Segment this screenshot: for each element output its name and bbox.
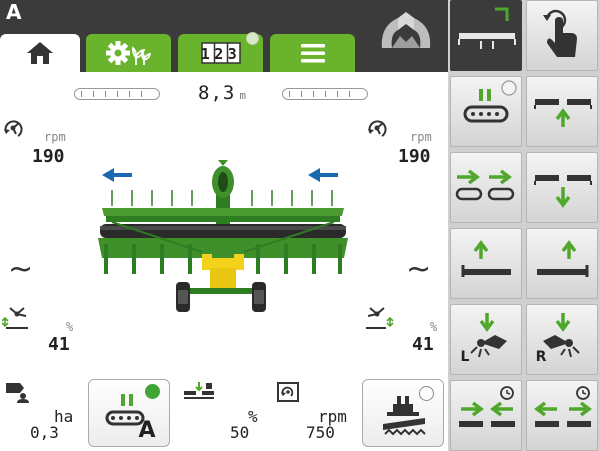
fold-out-timer-button[interactable]: [526, 380, 598, 451]
width-adjust-button[interactable]: [450, 0, 522, 71]
lower-right-icon: R: [536, 313, 580, 365]
pressure-setting: % 50: [178, 377, 264, 451]
side-shift-icon: [455, 169, 515, 201]
pause-conveyor-button[interactable]: [450, 76, 522, 147]
touch-mode-button[interactable]: [526, 0, 598, 71]
touch-gesture-icon: [543, 9, 577, 57]
area-value: 0,3: [30, 423, 59, 442]
pressure-icon: [184, 382, 214, 399]
raise-right-button[interactable]: [526, 228, 598, 299]
tab-home[interactable]: [0, 34, 80, 72]
pto-speed: rpm 750: [270, 377, 356, 451]
right-tilt-value: 41: [412, 334, 434, 355]
lower-right-button[interactable]: R: [526, 304, 598, 375]
width-adjust-icon: [458, 7, 516, 49]
tab-indicator-dot: [246, 32, 259, 45]
right-tilt-percentage: % 41: [360, 304, 448, 360]
tilt-adjust-icon: [2, 307, 28, 329]
conveyor-pause-icon: [463, 80, 517, 123]
left-rotor-speed-value: 190: [32, 146, 65, 167]
right-rotor-speed: rpm 190: [360, 112, 448, 172]
tab-menu[interactable]: [270, 34, 355, 72]
rotor-speed-icon: [368, 120, 387, 137]
left-tilt-percentage: % 41: [0, 304, 80, 360]
raise-right-icon: [537, 240, 589, 277]
side-shift-button[interactable]: [450, 152, 522, 223]
right-rotor-speed-value: 190: [398, 146, 431, 167]
left-letter: L: [461, 349, 470, 365]
gear-plant-icon: [105, 41, 151, 65]
right-letter: R: [536, 349, 547, 365]
menu-icon: [300, 44, 325, 63]
lower-left-icon: L: [461, 313, 507, 365]
pto-speed-unit: rpm: [318, 407, 347, 426]
rotor-speed-icon: [4, 120, 23, 137]
right-distance-scale: [282, 88, 368, 100]
left-tilt-value: 41: [48, 334, 70, 355]
conditioner-button[interactable]: [362, 379, 444, 447]
lower-center-button[interactable]: [526, 152, 598, 223]
counter-123-icon: 123: [200, 42, 241, 64]
home-icon: [27, 42, 53, 64]
raise-center-button[interactable]: [526, 76, 598, 147]
pto-speed-icon: [277, 382, 299, 402]
left-wave-indicator: ~: [8, 252, 34, 287]
auto-conveyor-icon: A: [105, 394, 156, 440]
tilt-adjust-icon: [366, 307, 394, 329]
machine-illustration: [98, 160, 348, 312]
fold-out-timer-icon: [534, 386, 592, 427]
counter-digits: 123: [200, 45, 241, 63]
pto-speed-value: 750: [306, 423, 335, 442]
pressure-value: 50: [230, 423, 250, 442]
tab-settings[interactable]: [86, 34, 171, 72]
working-distance-value: 8,3: [198, 82, 236, 104]
lower-center-icon: [534, 175, 592, 208]
function-button-grid: L R: [448, 0, 600, 451]
right-direction-arrow-icon: [308, 168, 338, 182]
screen-letter: A: [6, 0, 22, 24]
auto-letter: A: [138, 418, 155, 440]
area-unit: ha: [54, 407, 74, 426]
right-tilt-unit: %: [430, 320, 438, 334]
auto-status-dot: [145, 384, 160, 399]
left-direction-arrow-icon: [102, 168, 132, 182]
tab-counters[interactable]: 123: [178, 32, 263, 72]
conditioner-status-dot: [419, 386, 434, 401]
right-rotor-speed-unit: rpm: [410, 130, 432, 144]
area-counter: ha 0,3: [0, 377, 80, 451]
top-bar: A 123: [0, 0, 448, 72]
raise-left-button[interactable]: [450, 228, 522, 299]
right-wave-indicator: ~: [406, 252, 432, 287]
left-distance-scale: [74, 88, 160, 100]
conditioner-icon: [383, 396, 426, 436]
left-tilt-unit: %: [66, 320, 74, 334]
lower-left-button[interactable]: L: [450, 304, 522, 375]
area-counter-icon: [6, 383, 29, 403]
left-rotor-speed-unit: rpm: [44, 130, 66, 144]
left-rotor-speed: rpm 190: [0, 112, 80, 172]
raise-center-icon: [534, 99, 592, 127]
krone-logo-icon: [381, 12, 431, 48]
auto-mode-button[interactable]: A: [88, 379, 170, 447]
pressure-unit: %: [248, 407, 258, 426]
fold-in-timer-button[interactable]: [450, 380, 522, 451]
working-distance-unit: m: [239, 89, 247, 102]
fold-in-timer-icon: [459, 386, 515, 427]
raise-left-icon: [461, 240, 511, 277]
